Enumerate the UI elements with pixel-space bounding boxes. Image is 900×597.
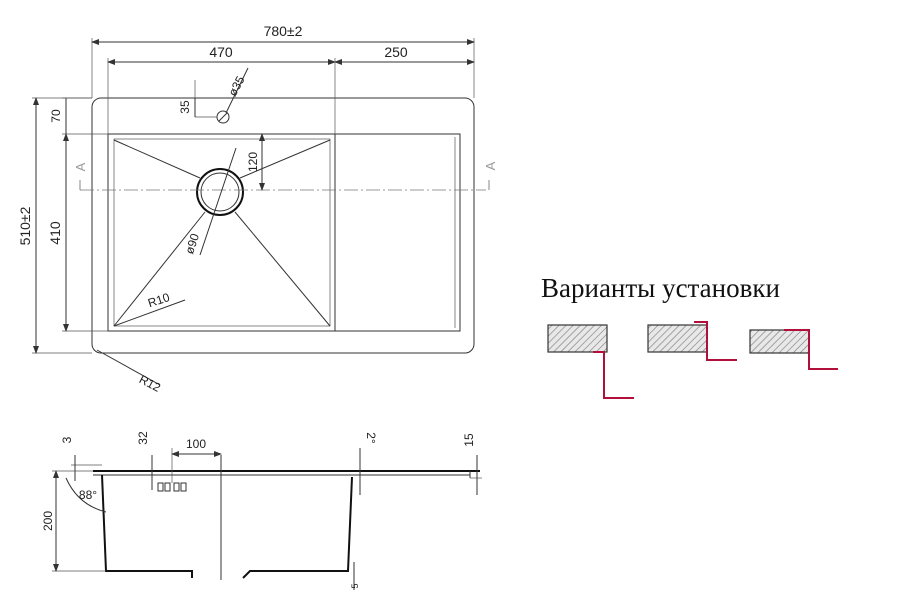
dim-drain-diameter: ø90 <box>182 231 202 255</box>
bowl-inner-outline <box>113 138 331 327</box>
dim-flange: 3 <box>60 436 74 443</box>
dim-drainboard-height: 15 <box>462 433 476 447</box>
dim-bowl-width: 470 <box>209 44 233 60</box>
dim-outer-radius: R12 <box>137 372 163 395</box>
dim-wall-angle: 88° <box>79 488 97 502</box>
dim-inner-radius: R10 <box>146 290 172 310</box>
dim-bowl-depth: 410 <box>47 221 63 245</box>
dim-edge-offset: 70 <box>49 109 63 123</box>
dim-slope: 2° <box>364 432 378 444</box>
install-option-2 <box>647 321 737 361</box>
drainboard-outline <box>334 133 461 332</box>
dim-drain-offset: 120 <box>246 152 260 172</box>
dim-overall-width: 780±2 <box>264 23 303 39</box>
drain-hole <box>196 168 244 216</box>
install-options-title: Варианты установки <box>541 273 780 303</box>
section-mark-right: A <box>483 161 498 170</box>
bowl-outline <box>107 133 336 332</box>
bowl-slope-lines <box>113 139 331 327</box>
dim-bottom-step: 5 <box>350 583 360 588</box>
dim-tap-diameter: ø35 <box>225 73 247 98</box>
dim-bowl-height: 200 <box>41 511 55 531</box>
section-mark-left: A <box>73 162 88 171</box>
install-option-3 <box>749 329 838 370</box>
dim-drainboard-width: 250 <box>384 44 408 60</box>
side-view: 3 32 100 200 88° 2° 15 5 <box>41 431 482 590</box>
sink-outline <box>91 97 475 354</box>
dim-overflow-height: 32 <box>136 431 150 445</box>
dim-tap-offset: 35 <box>178 100 192 114</box>
top-view: A A 780±2 470 250 510±2 410 70 35 <box>17 23 498 395</box>
overflow-slot <box>157 482 187 492</box>
dim-overflow-offset: 100 <box>186 437 206 451</box>
bowl-profile <box>101 474 193 578</box>
install-option-1 <box>547 324 634 399</box>
dim-overall-depth: 510±2 <box>17 206 33 245</box>
